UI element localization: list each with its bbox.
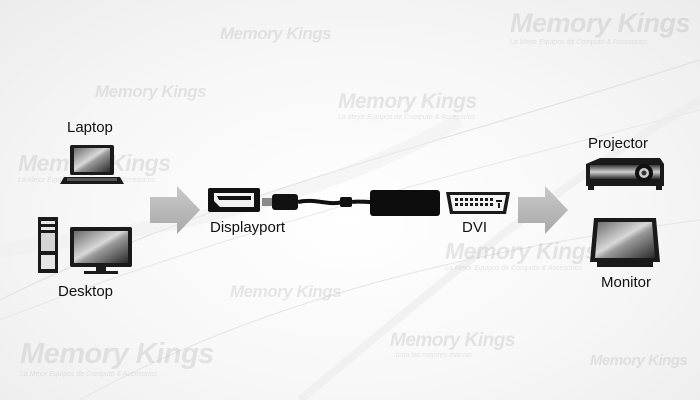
watermark-logo: Memory Kings La Mejor Equipos de Computo… xyxy=(510,8,691,46)
watermark-logo: Memory Kings La Mejor Equipos de Computo… xyxy=(338,90,477,121)
desktop-label: Desktop xyxy=(58,283,114,300)
dvi-label: DVI xyxy=(462,219,488,236)
adapter-cable xyxy=(262,190,440,216)
watermark-logo: Memory Kings xyxy=(590,352,688,369)
watermark-logo: Memory Kings xyxy=(95,82,207,101)
watermark-logo: Memory Kings xyxy=(230,282,342,301)
watermark-logo: Memory Kings La Mejor Equipos de Computo… xyxy=(20,338,214,378)
laptop-label: Laptop xyxy=(67,119,113,136)
displayport-connector-icon xyxy=(208,188,260,212)
arrow-right-icon xyxy=(150,186,200,234)
dvi-connector-icon xyxy=(446,192,510,214)
projector-label: Projector xyxy=(588,135,649,152)
desktop-icon xyxy=(38,217,132,274)
laptop-icon xyxy=(60,145,124,184)
monitor-icon xyxy=(590,218,660,267)
watermark-logo: Memory Kings xyxy=(220,24,332,43)
projector-icon xyxy=(586,158,664,190)
watermark-logo: Memory Kings La Mejor Equipos de Computo… xyxy=(445,238,598,272)
displayport-label: Displayport xyxy=(210,219,286,236)
monitor-label: Monitor xyxy=(601,274,652,291)
arrow-right-icon xyxy=(518,186,568,234)
watermark-logo: Memory Kings ...todo las mejores marcas xyxy=(390,330,515,359)
